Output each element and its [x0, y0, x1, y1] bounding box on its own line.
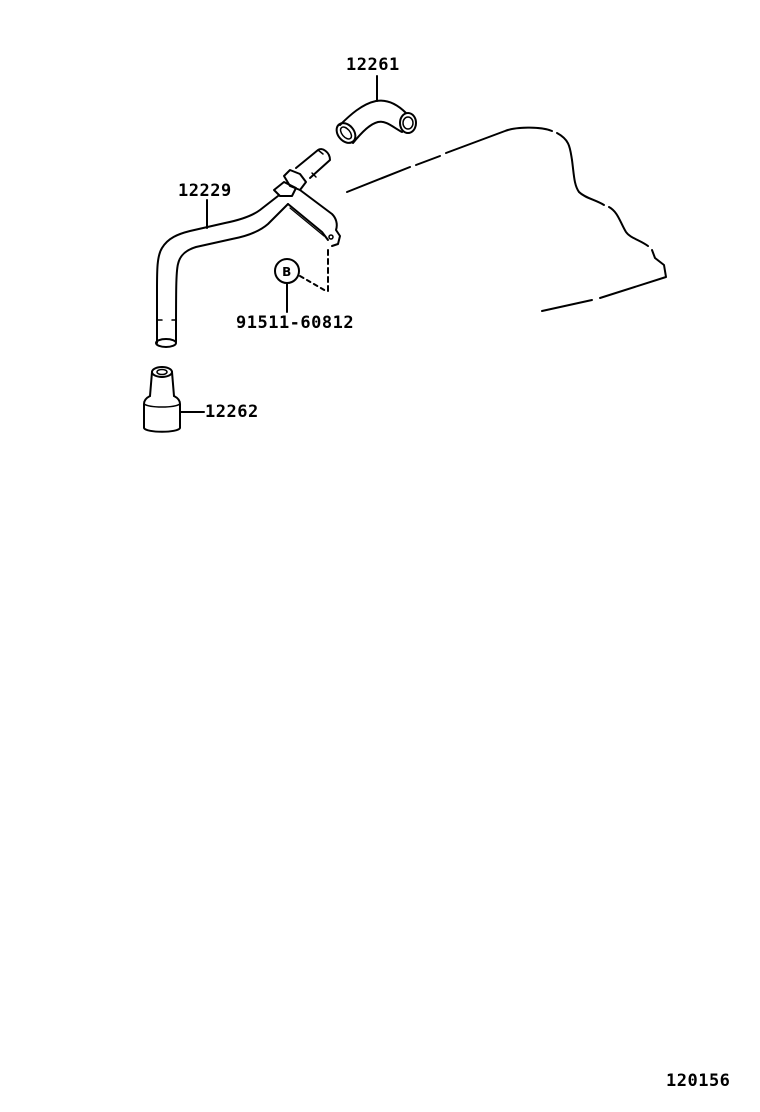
ventilation-pipe-12229[interactable]: [155, 148, 341, 348]
straight-hose-12262[interactable]: [143, 366, 205, 433]
part-label-12262[interactable]: 12262: [205, 402, 259, 422]
part-label-12229[interactable]: 12229: [178, 181, 232, 201]
part-label-91511-60812[interactable]: 91511-60812: [236, 313, 355, 333]
dashed-link: [299, 275, 327, 292]
callout-letter-b: B: [282, 265, 292, 279]
bolt-callout-91511-60812[interactable]: [274, 249, 329, 313]
part-label-12261[interactable]: 12261: [346, 55, 400, 75]
figure-number: 120156: [666, 1071, 731, 1091]
head-cover-outline: [346, 126, 667, 312]
hose-elbow-12261[interactable]: [333, 75, 417, 147]
